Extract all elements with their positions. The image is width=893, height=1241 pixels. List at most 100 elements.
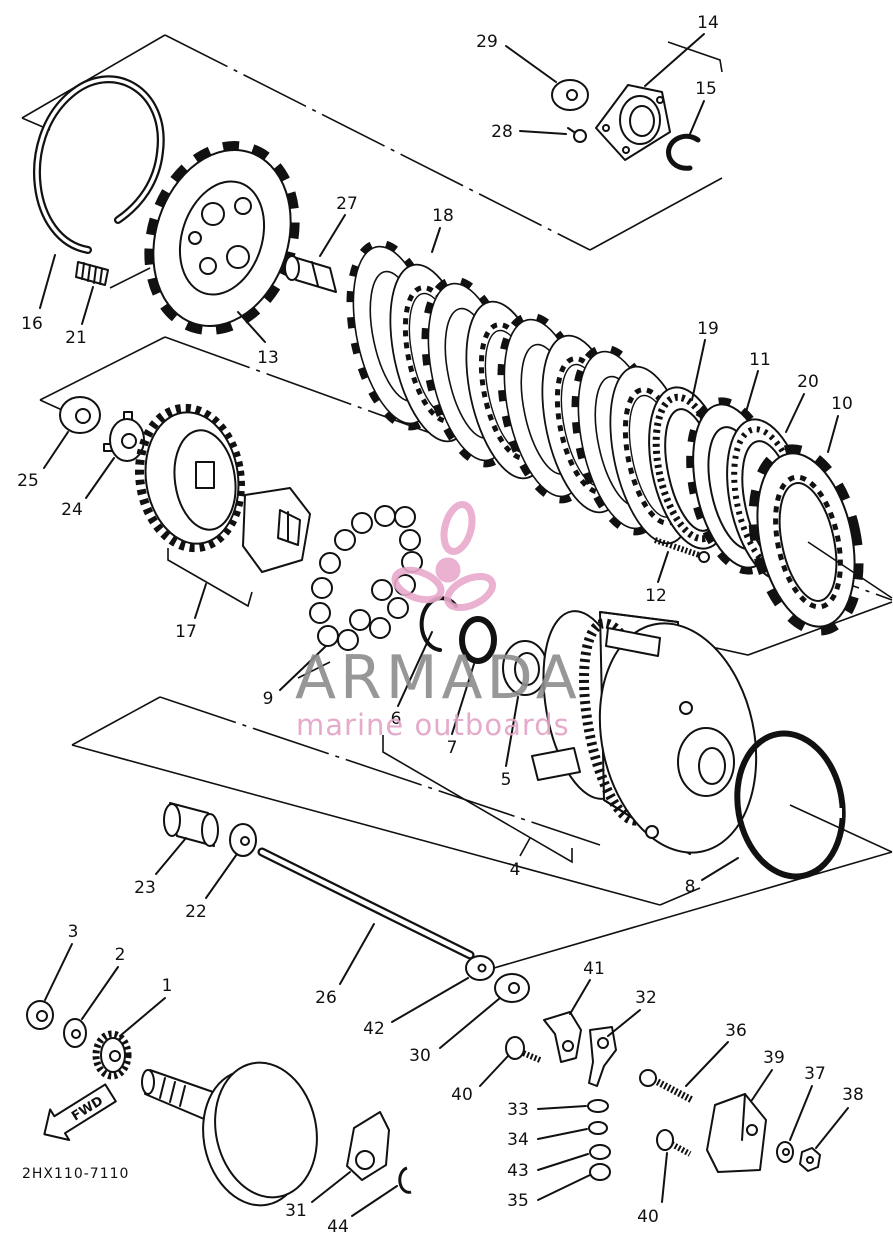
callout-17: 17 (175, 622, 197, 642)
ball (334, 529, 356, 551)
part-35-nut (589, 1163, 611, 1181)
bracket-14 (667, 41, 723, 73)
part-17-pressure-hub (242, 487, 311, 573)
callout-9: 9 (263, 689, 274, 709)
part-26-push-rod-long (257, 847, 475, 960)
leader-9 (279, 645, 327, 691)
leader-31 (311, 1171, 351, 1203)
ball (374, 505, 396, 527)
callout-24: 24 (61, 500, 83, 520)
callout-39: 39 (763, 1048, 785, 1068)
leader-41 (569, 979, 591, 1015)
part-2-washer (63, 1018, 87, 1048)
ball (309, 602, 331, 624)
callout-38: 38 (842, 1085, 864, 1105)
callout-labels: 14 29 15 28 27 18 16 21 13 19 11 20 10 2… (17, 13, 864, 1237)
callout-32: 32 (635, 988, 657, 1008)
top-frame-top-edge (164, 34, 591, 251)
leader-11 (745, 370, 759, 413)
callout-3: 3 (68, 922, 79, 942)
bottom-frame-top-edge (159, 696, 601, 846)
part-18-clutch-plates (336, 236, 708, 551)
callout-6: 6 (391, 709, 402, 729)
leader-33 (537, 1105, 587, 1110)
leader-19 (691, 339, 706, 401)
callout-14: 14 (697, 13, 719, 33)
part-9-balls (309, 505, 423, 651)
top-frame-right-edge (589, 177, 723, 251)
part-23-sleeve (163, 802, 219, 847)
leader-lines (39, 33, 849, 1217)
leader-40b (661, 1152, 668, 1203)
callout-22: 22 (185, 902, 207, 922)
part-32-joint (588, 1026, 617, 1087)
part-43-washer (589, 1144, 611, 1160)
callout-2: 2 (115, 945, 126, 965)
leader-14 (644, 33, 705, 87)
part-7-washer (459, 616, 497, 664)
leader-30 (439, 997, 501, 1049)
callout-33: 33 (507, 1100, 529, 1120)
ball (394, 506, 416, 528)
bottom-frame-far-edge (469, 851, 893, 976)
part-34-washer (588, 1121, 608, 1135)
ring-gap (830, 808, 842, 818)
callout-20: 20 (797, 372, 819, 392)
part-8-ring (734, 730, 846, 880)
part-36-bolt (639, 1069, 694, 1104)
callout-29: 29 (476, 32, 498, 52)
leader-43 (537, 1153, 589, 1171)
bottom-frame-right-stub (659, 887, 701, 906)
leader-18 (431, 227, 441, 253)
watermark: ARMADA marine outboards (295, 501, 581, 742)
leader-39 (751, 1069, 773, 1101)
callout-11: 11 (749, 350, 771, 370)
part-14-bearing-housing (595, 84, 671, 161)
leader-7 (451, 663, 475, 735)
leader-13 (237, 311, 266, 343)
leader-44 (351, 1185, 398, 1217)
part-30-washer (494, 973, 530, 1003)
part-33-washer (587, 1099, 609, 1113)
callout-25: 25 (17, 471, 39, 491)
leader-34 (537, 1128, 588, 1140)
watermark-brand: ARMADA (295, 643, 581, 713)
bracket-4-stem (519, 837, 531, 857)
leader-17 (194, 583, 207, 619)
fwd-arrow-icon: FWD (43, 1083, 117, 1141)
ball (371, 579, 393, 601)
leader-22 (205, 853, 238, 899)
leader-20 (785, 393, 805, 433)
leader-1 (119, 997, 166, 1037)
callout-18: 18 (432, 206, 454, 226)
callout-34: 34 (507, 1130, 529, 1150)
middle-frame-left-stub (39, 399, 63, 411)
bracket-17 (167, 548, 253, 608)
callout-36: 36 (725, 1021, 747, 1041)
part-37-washer (776, 1141, 794, 1163)
middle-frame-lower-left (297, 661, 331, 679)
ball (319, 552, 341, 574)
leader-40a (479, 1055, 509, 1087)
leader-24 (85, 457, 115, 499)
part-28-screw (567, 127, 587, 143)
top-frame-left-edge (21, 34, 166, 119)
callout-23: 23 (134, 878, 156, 898)
ball (311, 577, 333, 599)
callout-31: 31 (285, 1201, 307, 1221)
bottom-frame-lower-edge (71, 744, 661, 906)
part-3-nut (26, 1000, 54, 1030)
callout-4: 4 (510, 860, 521, 880)
ball (369, 617, 391, 639)
bottom-frame-left-edge (71, 696, 161, 746)
leader-23 (155, 837, 187, 875)
leader-15 (689, 100, 705, 135)
leader-42 (391, 977, 469, 1023)
callout-16: 16 (21, 314, 43, 334)
part-22-washer (229, 823, 257, 857)
ball (399, 529, 421, 551)
callout-7: 7 (447, 738, 458, 758)
part-25-oil-seal (59, 396, 101, 434)
ball (351, 512, 373, 534)
callout-41: 41 (583, 959, 605, 979)
